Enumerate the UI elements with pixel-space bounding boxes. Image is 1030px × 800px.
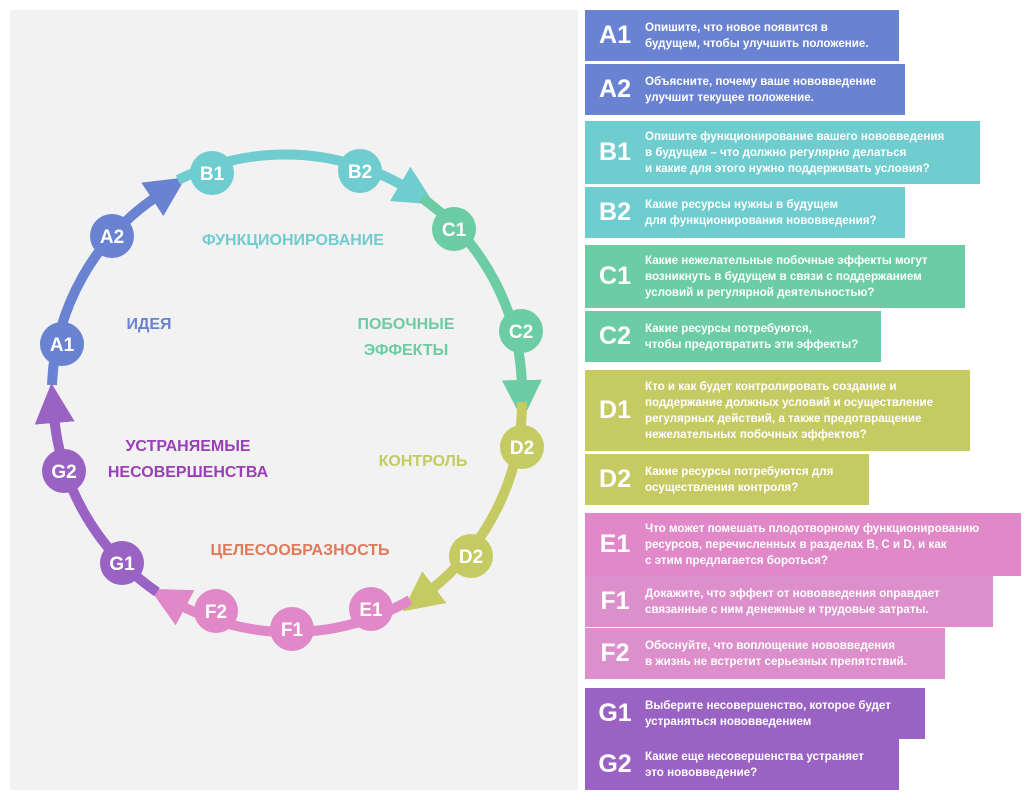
node-a2: A2 — [90, 214, 134, 258]
node-f1: F1 — [270, 607, 314, 651]
svg-text:G1: G1 — [109, 554, 135, 575]
card-a1: A1 Опишите, что новое появится в будущем… — [585, 10, 899, 61]
card-question: Опишите функционирование вашего нововвед… — [645, 129, 945, 175]
svg-text:B1: B1 — [200, 164, 225, 185]
card-b1: B1 Опишите функционирование вашего новов… — [585, 121, 980, 184]
phase-label-flaws-1: УСТРАНЯЕМЫЕ — [125, 438, 250, 455]
node-b1: B1 — [190, 151, 234, 195]
question-cards: A1 Опишите, что новое появится в будущем… — [585, 0, 1030, 800]
card-code: A2 — [599, 75, 631, 103]
card-code: C1 — [599, 262, 631, 290]
card-question: Какие еще несовершенства устраняет это н… — [645, 749, 864, 779]
card-code: B1 — [599, 138, 631, 166]
card-f1: F1 Докажите, что эффект от нововведения … — [585, 576, 993, 627]
phase-label-flaws-2: НЕСОВЕРШЕНСТВА — [108, 464, 269, 481]
svg-text:A1: A1 — [50, 335, 75, 356]
card-question: Какие нежелательные побочные эффекты мог… — [645, 253, 928, 299]
svg-text:F2: F2 — [205, 602, 227, 623]
phase-label-expediency: ЦЕЛЕСООБРАЗНОСТЬ — [210, 542, 389, 559]
node-b2: B2 — [338, 149, 382, 193]
node-d2-lower: D2 — [449, 534, 493, 578]
card-question: Объясните, почему ваше нововведение улуч… — [645, 74, 877, 104]
node-c2: C2 — [499, 309, 543, 353]
card-b2: B2 Какие ресурсы нужны в будущем для фун… — [585, 187, 905, 238]
card-code: G1 — [598, 699, 632, 727]
phase-label-side-effects-2: ЭФФЕКТЫ — [364, 342, 449, 359]
card-question: Какие ресурсы потребуются для осуществле… — [645, 464, 834, 494]
node-e1: E1 — [349, 587, 393, 631]
phase-label-control: КОНТРОЛЬ — [379, 453, 468, 470]
card-code: A1 — [599, 21, 631, 49]
card-code: B2 — [599, 198, 631, 226]
svg-text:B2: B2 — [348, 162, 372, 183]
svg-text:E1: E1 — [359, 600, 383, 621]
card-question: Что может помешать плодотворному функцио… — [645, 521, 980, 567]
node-f2: F2 — [194, 589, 238, 633]
cycle-diagram: A1 A2 B1 B2 C1 C2 D2 D2 — [34, 149, 544, 651]
card-question: Опишите, что новое появится в будущем, ч… — [645, 20, 869, 50]
card-question: Какие ресурсы потребуются, чтобы предотв… — [645, 321, 859, 351]
node-c1: C1 — [432, 207, 476, 251]
card-code: G2 — [598, 750, 632, 778]
card-d2: D2 Какие ресурсы потребуются для осущест… — [585, 454, 869, 505]
svg-text:F1: F1 — [281, 620, 304, 641]
svg-text:D2: D2 — [459, 547, 483, 568]
svg-text:C1: C1 — [442, 220, 467, 241]
card-d1: D1 Кто и как будет контролировать создан… — [585, 370, 970, 451]
card-question: Обоснуйте, что воплощение нововведения в… — [645, 638, 907, 668]
svg-text:D2: D2 — [510, 438, 534, 459]
node-g2: G2 — [42, 449, 86, 493]
svg-text:G2: G2 — [51, 462, 76, 483]
svg-text:C2: C2 — [509, 322, 533, 343]
phase-label-functioning: ФУНКЦИОНИРОВАНИЕ — [202, 232, 384, 249]
node-g1: G1 — [100, 541, 144, 585]
card-g2: G2 Какие еще несовершенства устраняет эт… — [585, 739, 899, 790]
card-f2: F2 Обоснуйте, что воплощение нововведени… — [585, 628, 945, 679]
node-a1: A1 — [40, 322, 84, 366]
card-question: Выберите несовершенство, которое будет у… — [645, 698, 891, 728]
node-d2-upper: D2 — [500, 425, 544, 469]
card-e1: E1 Что может помешать плодотворному функ… — [585, 513, 1021, 576]
card-code: C2 — [599, 322, 631, 350]
card-c2: C2 Какие ресурсы потребуются, чтобы пред… — [585, 311, 881, 362]
card-a2: A2 Объясните, почему ваше нововведение у… — [585, 64, 905, 115]
card-question: Какие ресурсы нужны в будущем для функци… — [645, 197, 877, 227]
cycle-diagram-panel: A1 A2 B1 B2 C1 C2 D2 D2 — [10, 10, 578, 790]
card-code: D1 — [599, 396, 631, 424]
card-code: E1 — [599, 530, 631, 558]
card-g1: G1 Выберите несовершенство, которое буде… — [585, 688, 925, 739]
card-code: F1 — [600, 587, 630, 615]
card-c1: C1 Какие нежелательные побочные эффекты … — [585, 245, 965, 308]
card-code: F2 — [600, 639, 630, 667]
svg-text:A2: A2 — [100, 227, 124, 248]
phase-label-idea: ИДЕЯ — [126, 316, 171, 333]
card-question: Кто и как будет контролировать создание … — [645, 379, 934, 441]
card-code: D2 — [599, 465, 631, 493]
phase-label-side-effects-1: ПОБОЧНЫЕ — [357, 316, 454, 333]
card-question: Докажите, что эффект от нововведения опр… — [645, 586, 940, 616]
